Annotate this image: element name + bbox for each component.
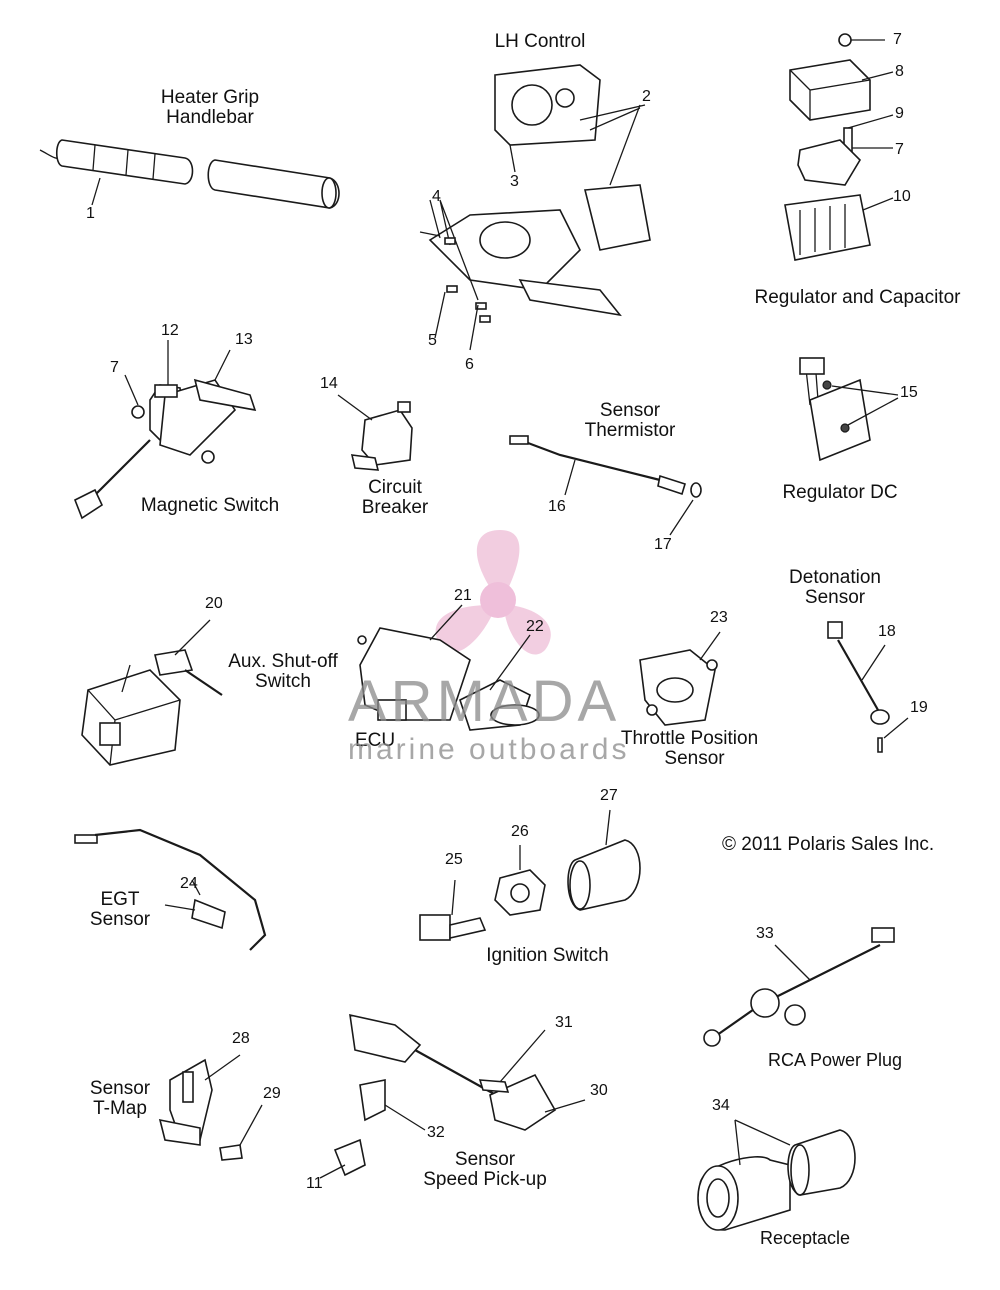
callout-number: 21: [454, 587, 472, 604]
callout-number: 26: [511, 823, 529, 840]
callout-leaders: [429, 199, 479, 351]
callout-number: 10: [893, 188, 911, 205]
copyright-text: © 2011 Polaris Sales Inc.: [722, 834, 935, 855]
callout-number: 17: [654, 536, 672, 553]
callout-number: 7: [110, 359, 119, 376]
callout-number: 2: [642, 88, 651, 105]
callout-number: 19: [910, 699, 928, 716]
regulator-capacitor-drawing: [784, 33, 894, 261]
watermark-propeller-icon: [435, 530, 551, 655]
callout-number: 1: [86, 205, 95, 222]
callout-number: 9: [895, 105, 904, 122]
watermark-brand: ARMADA: [348, 669, 621, 734]
callout-number: 13: [235, 331, 253, 348]
sensor-tmap-drawing: [158, 1054, 263, 1161]
throttle-position-sensor-drawing: [639, 631, 721, 726]
callout-number: 3: [510, 173, 519, 190]
aux-shutoff-switch-drawing: [81, 619, 223, 766]
callout-number: 18: [878, 623, 896, 640]
callout-number: 15: [900, 384, 918, 401]
callout-number: 31: [555, 1014, 573, 1031]
callout-number: 7: [893, 31, 902, 48]
callout-number: 23: [710, 609, 728, 626]
magnetic-switch-drawing: [73, 340, 257, 520]
callout-number: 16: [548, 498, 566, 515]
detonation-sensor-drawing: [827, 621, 909, 753]
ecu-drawing: [357, 604, 540, 731]
callout-number: 22: [526, 618, 544, 635]
callout-number: 24: [180, 875, 198, 892]
label-receptacle: Receptacle: [759, 1228, 851, 1248]
label-regulator-dc: Regulator DC: [782, 482, 898, 503]
heater-grip-drawing: [39, 139, 340, 209]
callout-number: 7: [895, 141, 904, 158]
callout-number: 29: [263, 1085, 281, 1102]
callout-number: 4: [432, 188, 441, 205]
callout-number: 32: [427, 1124, 445, 1141]
callout-number: 34: [712, 1097, 730, 1114]
lh-control-drawing: [419, 64, 651, 323]
callout-number: 12: [161, 322, 179, 339]
egt-sensor-drawing: [74, 828, 267, 951]
callout-number: 25: [445, 851, 463, 868]
callout-number: 27: [600, 787, 618, 804]
label-ecu: ECU: [354, 730, 396, 751]
callout-number: 20: [205, 595, 223, 612]
callout-number: 30: [590, 1082, 608, 1099]
label-rca-power-plug: RCA Power Plug: [767, 1050, 903, 1070]
label-regulator-capacitor: Regulator and Capacitor: [754, 287, 961, 308]
label-magnetic-switch: Magnetic Switch: [140, 495, 280, 516]
watermark-tagline: marine outboards: [348, 733, 630, 766]
label-lh-control: LH Control: [494, 31, 586, 52]
callout-number: 6: [465, 356, 474, 373]
callout-number: 28: [232, 1030, 250, 1047]
rca-power-plug-drawing: [703, 927, 895, 1047]
sensor-speed-pickup-drawing: [319, 1013, 586, 1179]
regulator-dc-drawing: [799, 357, 899, 462]
sensor-thermistor-drawing: [509, 435, 702, 536]
callout-number: 5: [428, 332, 437, 349]
label-ignition-switch: Ignition Switch: [486, 945, 609, 966]
callout-number: 11: [306, 1175, 323, 1192]
callout-number: 33: [756, 925, 774, 942]
ignition-switch-drawing: [419, 809, 641, 941]
callout-number: 8: [895, 63, 904, 80]
callout-number: 14: [320, 375, 338, 392]
circuit-breaker-drawing: [337, 394, 413, 471]
receptacle-drawing: [697, 1119, 856, 1231]
